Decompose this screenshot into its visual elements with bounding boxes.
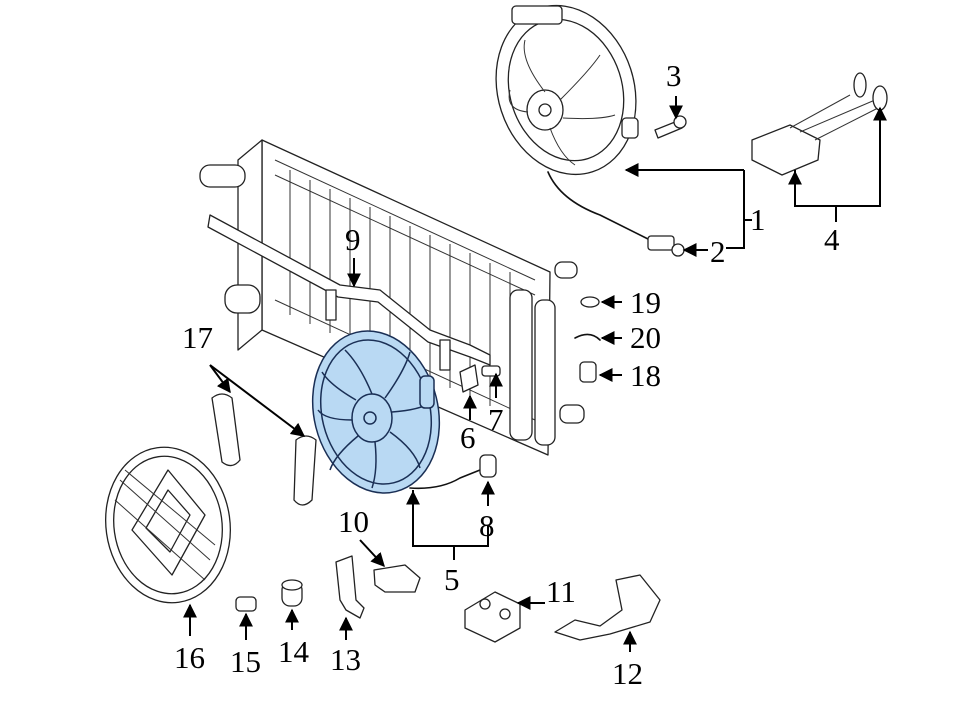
label-3: 3 (666, 58, 682, 93)
label-1: 1 (750, 202, 766, 237)
upper-fan-assembly (495, 4, 685, 257)
part-18-sensor (579, 361, 597, 383)
part-15-clip (235, 596, 257, 612)
label-5: 5 (444, 562, 460, 597)
part-6-bracket (459, 364, 479, 393)
label-4: 4 (824, 222, 840, 257)
part-7-bolt (481, 365, 501, 377)
label-15: 15 (230, 644, 261, 679)
part-10-bracket (373, 564, 421, 593)
part-5-electric-fan (311, 330, 481, 494)
callout-lines (183, 96, 887, 652)
part-13-bracket (335, 555, 365, 619)
label-12: 12 (612, 656, 643, 691)
part-3-screw (654, 115, 687, 139)
label-16: 16 (174, 640, 205, 675)
part-8-connector (479, 454, 497, 478)
part-17-shroud-strips (211, 393, 317, 506)
label-2: 2 (710, 234, 726, 269)
label-14: 14 (278, 634, 310, 669)
part-11-mount (464, 591, 521, 643)
part-labels: 1 2 3 4 5 6 7 8 9 10 11 12 13 14 15 16 1… (174, 58, 840, 691)
radiator-assembly (199, 139, 585, 456)
part-4-control-module (751, 72, 888, 176)
part-20-seal (574, 333, 601, 341)
label-6: 6 (460, 420, 476, 455)
label-19: 19 (630, 285, 661, 320)
label-20: 20 (630, 320, 661, 355)
label-8: 8 (479, 508, 495, 543)
part-19-o-ring (580, 296, 600, 308)
label-10: 10 (338, 504, 369, 539)
part-16-fan-shroud (105, 446, 231, 604)
part-14-grommet (281, 579, 303, 607)
label-9: 9 (345, 222, 361, 257)
label-11: 11 (546, 574, 576, 609)
label-17: 17 (182, 320, 213, 355)
label-13: 13 (330, 642, 361, 677)
label-18: 18 (630, 358, 661, 393)
part-12-bracket (554, 574, 661, 641)
label-7: 7 (488, 402, 504, 437)
